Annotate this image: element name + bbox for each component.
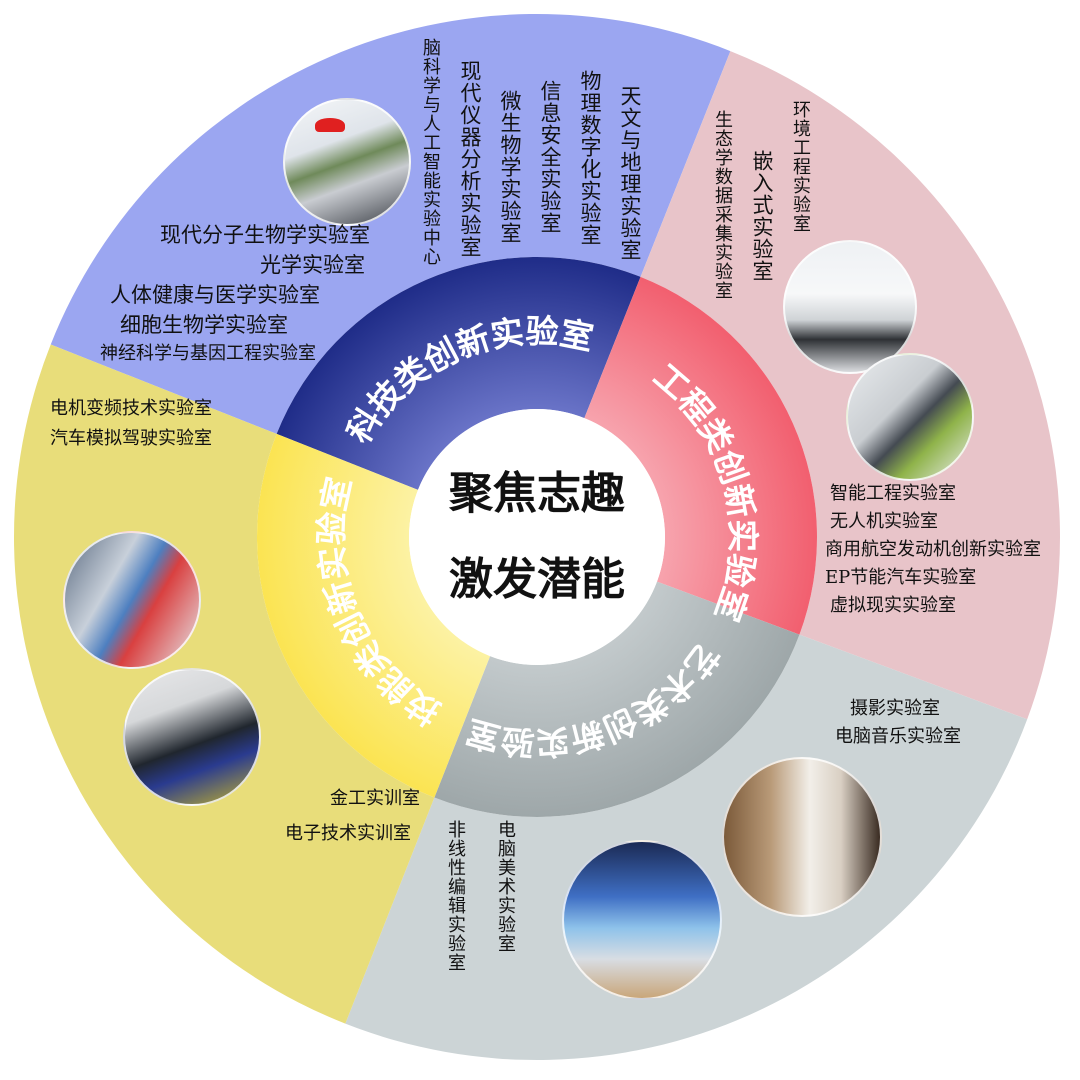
center-circle: [409, 409, 665, 665]
lab-label-science: 人体健康与医学实验室: [110, 283, 320, 307]
lab-label-skill: 电机变频技术实验室: [50, 398, 212, 419]
sector-outer-science: [50, 13, 731, 434]
center-line-2: 激发潜能: [449, 554, 625, 605]
lab-label-art: 电脑美术实验室: [495, 820, 516, 953]
lab-label-skill: 电子技术实训室: [285, 823, 411, 844]
photo-tv-studio: [562, 840, 722, 1000]
photo-photography-studio: [722, 757, 882, 917]
center-line-1: 聚焦志趣: [449, 468, 625, 519]
lab-label-science: 细胞生物学实验室: [120, 313, 288, 337]
lab-label-art: 摄影实验室: [850, 698, 940, 719]
lab-label-science: 神经科学与基因工程实验室: [100, 343, 316, 364]
lab-label-engineering: 虚拟现实实验室: [830, 595, 956, 616]
sector-inner-science: [276, 256, 641, 490]
sector-inner-skill: [257, 433, 491, 798]
sector-inner-art: [434, 581, 800, 817]
lab-label-art: 电脑音乐实验室: [835, 726, 961, 747]
lab-label-engineering: 环境工程实验室: [790, 100, 811, 233]
photo-workshop: [123, 668, 261, 806]
lab-label-science: 现代分子生物学实验室: [160, 223, 370, 247]
lab-label-skill: 金工实训室: [330, 788, 420, 809]
lab-label-science: 现代仪器分析实验室: [458, 60, 482, 258]
lab-label-engineering: 生态学数据采集实验室: [712, 110, 733, 300]
lab-label-science: 微生物学实验室: [498, 90, 522, 244]
lab-label-skill: 汽车模拟驾驶实验室: [50, 428, 212, 449]
lab-label-science: 天文与地理实验室: [618, 85, 642, 261]
lab-label-science: 物理数字化实验室: [578, 70, 602, 246]
lab-label-engineering: 无人机实验室: [830, 511, 938, 532]
photo-robot-lab: [846, 353, 974, 481]
lab-label-engineering: 商用航空发动机创新实验室: [825, 539, 1041, 560]
sector-inner-engineering: [584, 276, 817, 635]
lab-label-science: 脑科学与人工智能实验中心: [420, 38, 441, 266]
photo-skill-lab: [63, 531, 201, 669]
photo-engineering-lab: [783, 240, 917, 374]
sector-outer-engineering: [640, 51, 1060, 720]
lab-label-science: 光学实验室: [260, 253, 365, 277]
sector-outer-art: [345, 634, 1028, 1060]
lab-label-engineering: EP节能汽车实验室: [825, 567, 977, 588]
lab-label-engineering: 嵌入式实验室: [750, 150, 774, 282]
lab-label-art: 非线性编辑实验室: [445, 820, 466, 972]
lab-label-engineering: 智能工程实验室: [830, 483, 956, 504]
photo-science-lab: [283, 98, 411, 226]
lab-label-science: 信息安全实验室: [538, 80, 562, 234]
